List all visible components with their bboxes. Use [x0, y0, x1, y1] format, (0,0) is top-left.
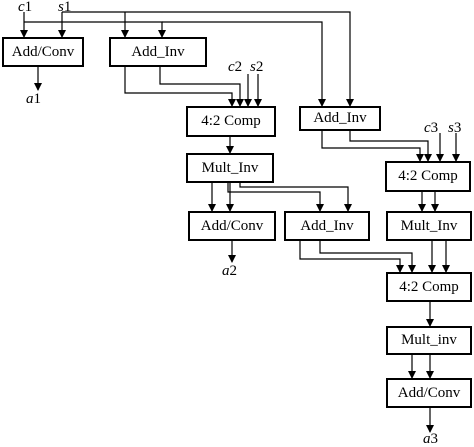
mult-inv-block-1: Mult_Inv [186, 153, 274, 183]
output-label-a1: a1 [26, 91, 41, 107]
output-label-a3: a3 [423, 431, 438, 447]
input-label-c3: c3 [424, 120, 439, 136]
input-label-c2: c2 [228, 59, 243, 75]
input-label-c1: c1 [18, 0, 33, 15]
mult-inv-block-2: Mult_Inv [386, 211, 472, 241]
input-label-s2: s2 [250, 59, 264, 75]
comp-4-2-block-3: 4:2 Comp [386, 272, 472, 302]
add-inv-block-1: Add_Inv [109, 37, 207, 67]
add-conv-block-2: Add/Conv [188, 211, 276, 241]
bus-c1 [24, 21, 166, 38]
output-label-a2: a2 [222, 263, 237, 279]
bus-s1 [62, 11, 354, 107]
comp-4-2-block-1: 4:2 Comp [186, 106, 276, 137]
comp-4-2-block-2: 4:2 Comp [385, 161, 471, 192]
add-conv-block-3: Add/Conv [386, 378, 472, 408]
input-label-s1: s1 [58, 0, 72, 15]
add-conv-block-1: Add/Conv [2, 37, 84, 67]
mult-inv-block-3: Mult_inv [386, 326, 472, 355]
add-inv-block-2: Add_Inv [299, 106, 381, 131]
input-label-s3: s3 [448, 120, 462, 136]
add-inv-block-3: Add_Inv [284, 211, 370, 241]
